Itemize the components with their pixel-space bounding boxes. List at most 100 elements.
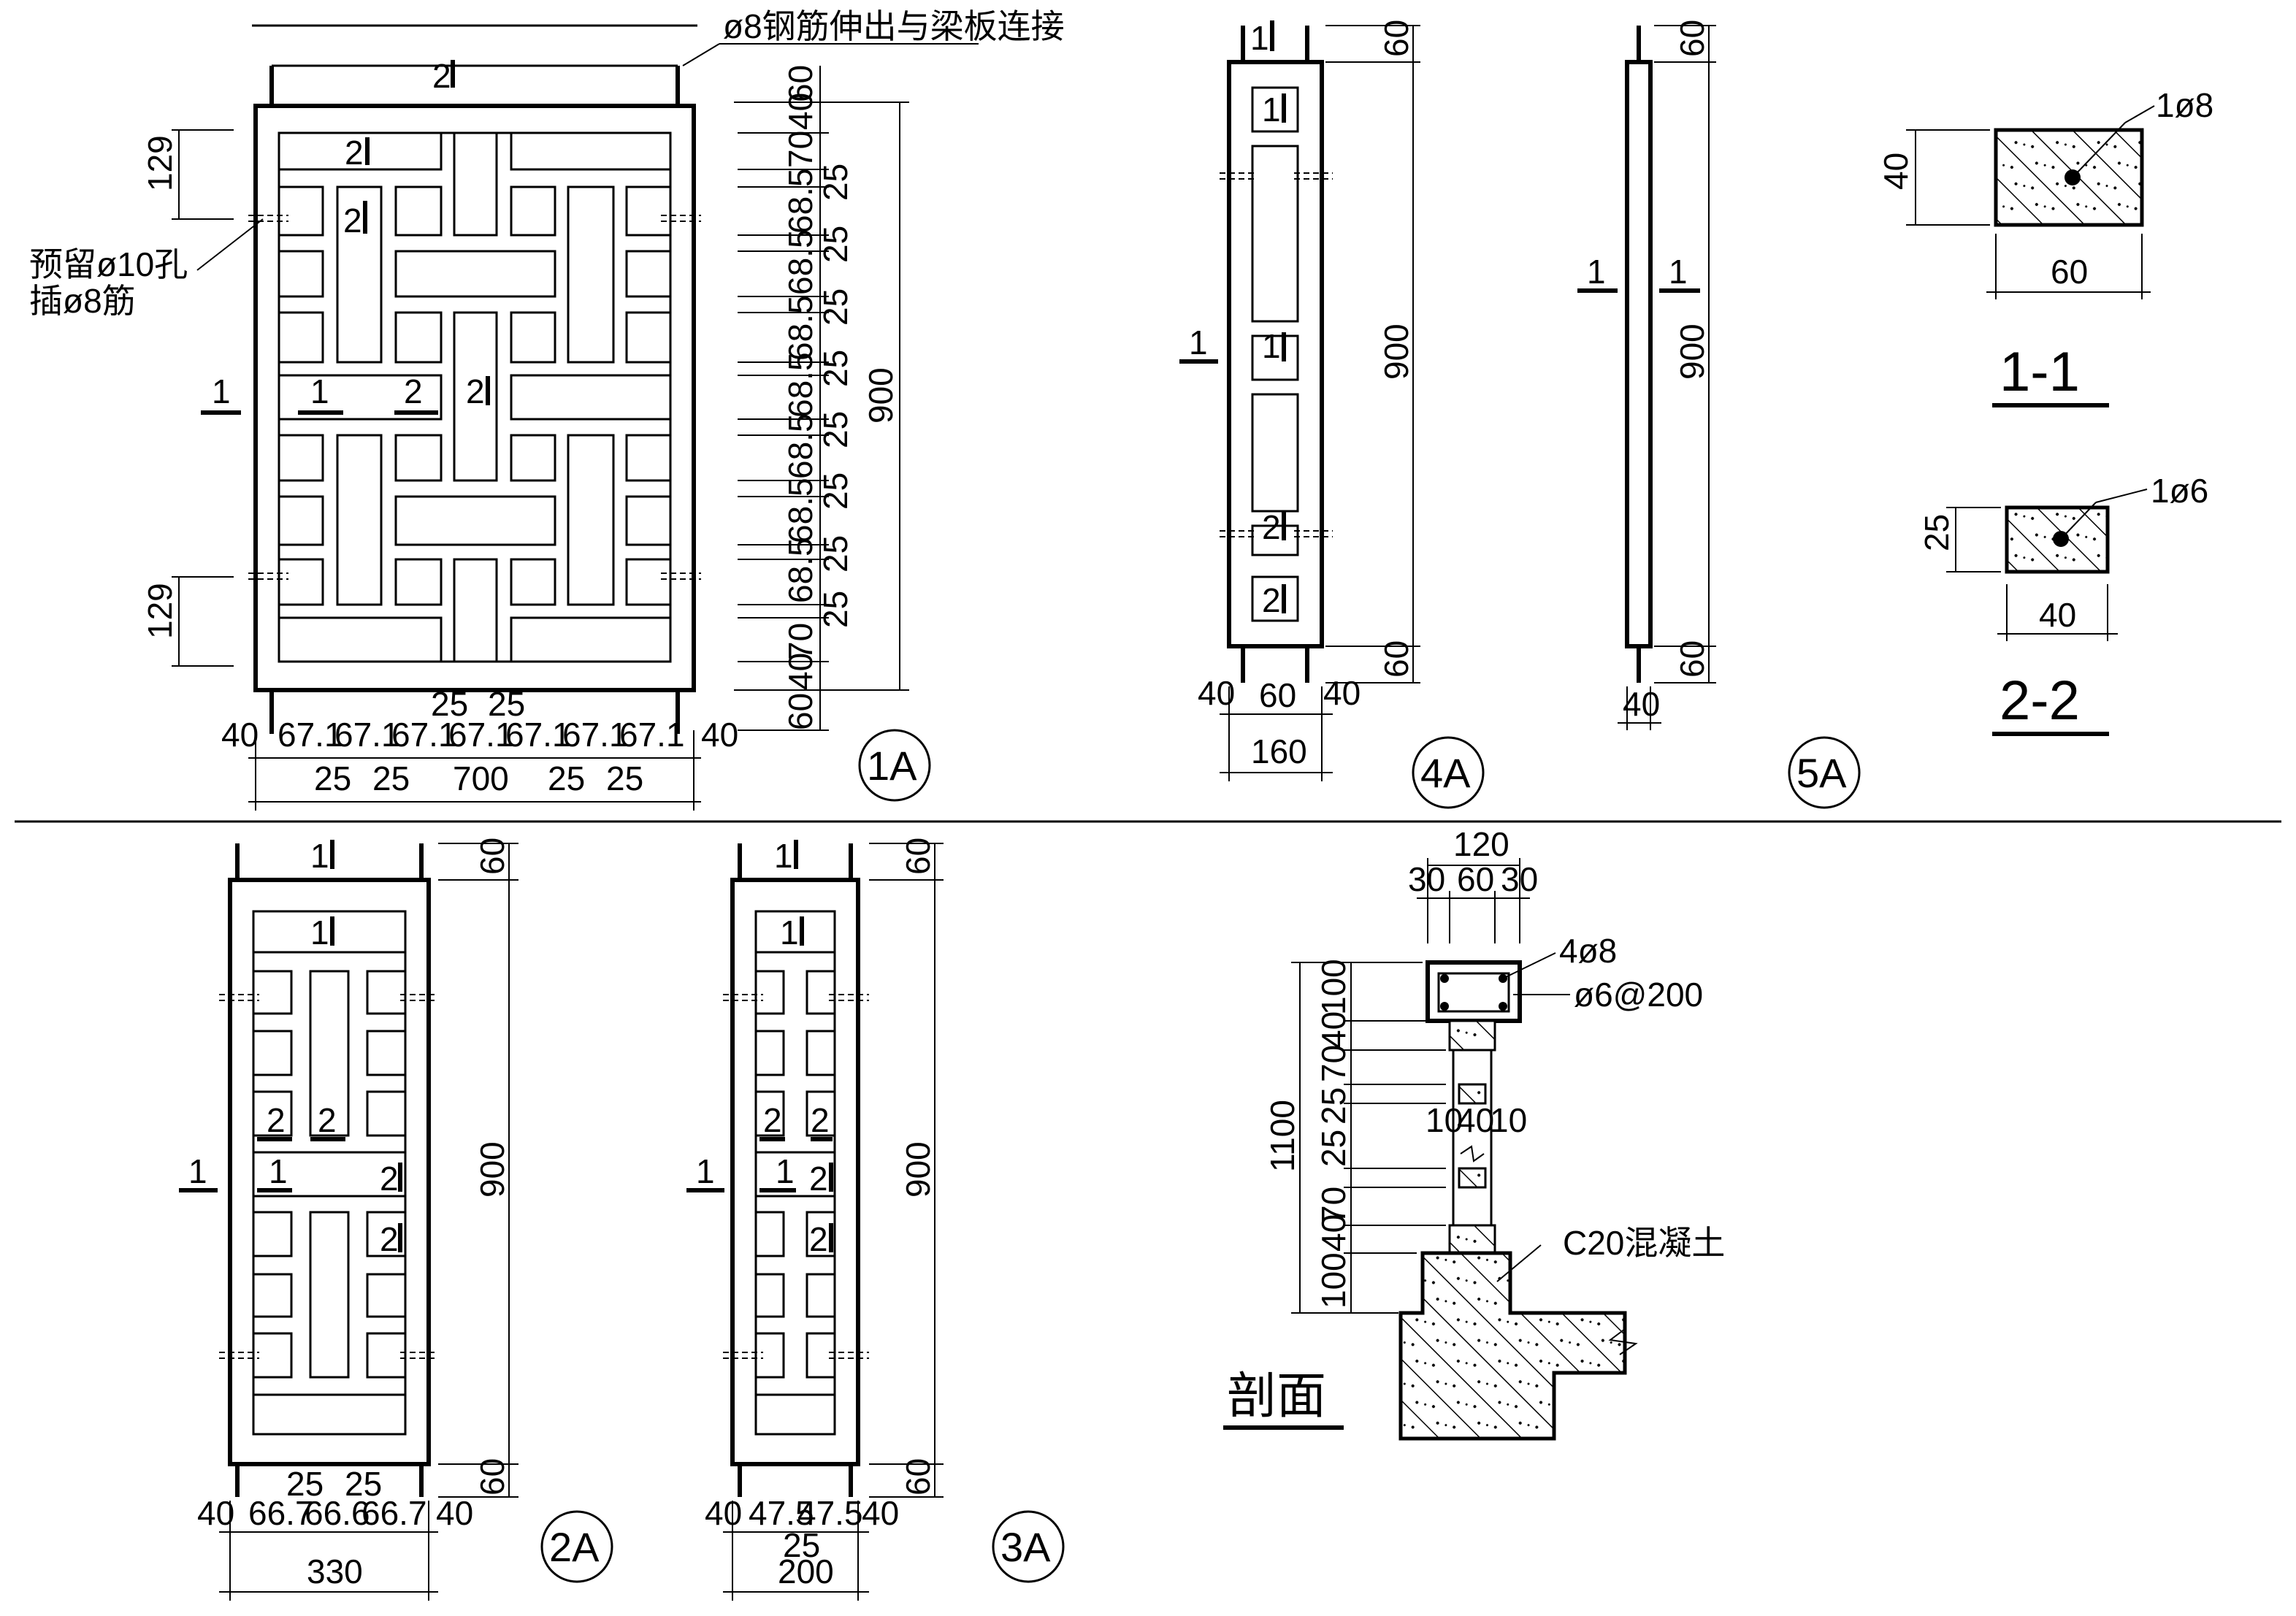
dim-4a-b1: 60 bbox=[1259, 676, 1296, 714]
section-mark-2a-5: 2 bbox=[380, 1160, 399, 1198]
dim-sec-120: 120 bbox=[1453, 825, 1509, 863]
section-mark-2a-6: 2 bbox=[380, 1220, 399, 1258]
dim-r-11: 25 bbox=[816, 411, 854, 448]
dim-5a-top: 60 bbox=[1673, 20, 1711, 57]
dim-129-bottom: 129 bbox=[141, 583, 179, 639]
section-mark-3a-l: 1 bbox=[696, 1152, 715, 1190]
dim-3a-25: 25 bbox=[783, 1526, 820, 1564]
dim-b-25b: 25 bbox=[488, 685, 525, 723]
dim-sec-30a: 30 bbox=[1408, 860, 1445, 898]
dim-5a-bot: 60 bbox=[1673, 640, 1711, 678]
dim-r-14: 68.5 bbox=[781, 478, 819, 543]
dim-r-16: 68.5 bbox=[781, 537, 819, 603]
figure-4a: 1 1 1 1 2 2 60 900 60 40 60 40 160 4A bbox=[1179, 19, 1485, 809]
dim-2a-25a: 25 bbox=[286, 1465, 324, 1503]
section-mark-4a-2: 1 bbox=[1262, 91, 1281, 129]
figure-1a: 1 1 2 2 2 2 2 ø8钢筋伸出与梁板连接 预留ø10孔 插ø8筋 12… bbox=[29, 7, 1065, 811]
dim-sec-30b: 30 bbox=[1501, 860, 1538, 898]
dim-3a-b0: 40 bbox=[705, 1494, 742, 1532]
dim-r-12: 68.5 bbox=[781, 413, 819, 479]
dim-3a-top: 60 bbox=[899, 838, 937, 875]
figure-label-3a: 3A bbox=[1000, 1524, 1051, 1570]
dim-2a-total: 330 bbox=[307, 1552, 363, 1590]
dim-r-19: 40 bbox=[781, 653, 819, 690]
dim-b-7: 67.1 bbox=[619, 716, 685, 754]
dim-b-0: 40 bbox=[221, 716, 259, 754]
note-hole-2: 插ø8筋 bbox=[29, 282, 136, 320]
section-mark-3a-2: 2 bbox=[763, 1101, 782, 1139]
note-hole-1: 预留ø10孔 bbox=[29, 245, 188, 283]
dim-b-1: 67.1 bbox=[278, 716, 343, 754]
section-mark-4a-1: 1 bbox=[1189, 323, 1208, 361]
dim-r-8: 68.5 bbox=[781, 295, 819, 361]
section-mark-2a: 2 bbox=[432, 57, 451, 95]
dim-sec-l1: 40 bbox=[1315, 1011, 1352, 1049]
section-profile: 4ø8 ø6@200 C20混凝土 120 30 60 30 bbox=[1223, 825, 1725, 1441]
dim-b-5: 67.1 bbox=[505, 716, 571, 754]
section-mark-3a-3: 2 bbox=[811, 1101, 830, 1139]
dim-sec-l5: 70 bbox=[1315, 1187, 1352, 1224]
dim-2a-b1: 66.7 bbox=[248, 1494, 314, 1532]
section-mark-2a-top: 1 bbox=[310, 837, 329, 875]
dim-sec-l0: 100 bbox=[1315, 959, 1352, 1015]
figure-2a: 1 1 1 2 2 1 2 2 60 900 60 40 66.7 66.6 6… bbox=[179, 837, 613, 1601]
stirrup: ø6@200 bbox=[1574, 976, 1703, 1014]
dim-sec-m1: 40 bbox=[1457, 1101, 1494, 1139]
dim-2a-b3: 66.7 bbox=[361, 1494, 427, 1532]
section-mark-2a-l: 1 bbox=[188, 1152, 207, 1190]
dim-3a-b3: 40 bbox=[862, 1494, 899, 1532]
dim-b-8: 40 bbox=[701, 716, 738, 754]
section-mark-4a-3: 1 bbox=[1262, 327, 1281, 365]
dim-sec-1100: 1100 bbox=[1263, 1100, 1301, 1172]
dim-r-13: 25 bbox=[816, 472, 854, 510]
dim-2-2-h: 25 bbox=[1918, 514, 1956, 551]
section-mark-2c: 2 bbox=[343, 202, 362, 240]
dim-r-20: 60 bbox=[781, 693, 819, 730]
dim-r-15: 25 bbox=[816, 535, 854, 573]
dim-3a-total: 200 bbox=[778, 1552, 834, 1590]
dim-sec-l6: 40 bbox=[1315, 1214, 1352, 1252]
dim-2-2-w: 40 bbox=[2039, 596, 2076, 634]
rebar-main: 4ø8 bbox=[1559, 932, 1617, 970]
figure-3a: 1 1 1 2 2 1 2 2 60 900 60 40 47.5 47.5 4… bbox=[686, 837, 1065, 1601]
section-mark-1b: 1 bbox=[310, 372, 329, 410]
dim-r-2: 70 bbox=[781, 131, 819, 168]
dim-sec-l3: 25 bbox=[1315, 1087, 1352, 1125]
dim-1-1-w: 60 bbox=[2051, 253, 2088, 291]
dim-3a-b1: 47.5 bbox=[749, 1494, 814, 1532]
dim-sec-60: 60 bbox=[1457, 860, 1494, 898]
right-dim-chain: 60 40 70 25 68.5 25 68.5 25 68.5 25 68.5… bbox=[738, 65, 854, 731]
dim-b2-0: 25 bbox=[314, 759, 351, 797]
section-mark-4a-top: 1 bbox=[1250, 19, 1269, 57]
section-mark-3a-4: 1 bbox=[776, 1152, 795, 1190]
rebar-1-1: 1ø8 bbox=[2156, 86, 2213, 124]
section-mark-3a-1: 1 bbox=[780, 914, 799, 951]
section-mark-3a-5: 2 bbox=[809, 1160, 828, 1198]
rebar-2-2: 1ø6 bbox=[2151, 472, 2208, 510]
dim-4a-b2: 40 bbox=[1323, 674, 1361, 712]
figure-label-2a: 2A bbox=[549, 1524, 600, 1570]
dim-b2-3: 25 bbox=[548, 759, 585, 797]
dim-r-5: 25 bbox=[816, 226, 854, 263]
dim-4a-bot: 60 bbox=[1377, 640, 1415, 678]
section-mark-5a-r: 1 bbox=[1669, 253, 1688, 291]
section-mark-3a-6: 2 bbox=[809, 1220, 828, 1258]
dim-r-3: 25 bbox=[816, 164, 854, 201]
section-mark-2a-2: 2 bbox=[267, 1101, 286, 1139]
section-mark-5a-l: 1 bbox=[1587, 253, 1606, 291]
section-1-1: 1ø8 40 60 1-1 bbox=[1877, 86, 2213, 407]
title-2-2: 2-2 bbox=[2000, 670, 2080, 732]
dim-4a-b0: 40 bbox=[1198, 674, 1235, 712]
dim-3a-bot: 60 bbox=[899, 1458, 937, 1496]
section-mark-2a-1: 1 bbox=[310, 914, 329, 951]
dim-r-1: 40 bbox=[781, 93, 819, 130]
figure-label-1a: 1A bbox=[867, 743, 917, 789]
dim-sec-l4: 25 bbox=[1315, 1130, 1352, 1167]
dim-3a-b2: 47.5 bbox=[797, 1494, 863, 1532]
dim-2a-mid: 900 bbox=[473, 1141, 511, 1198]
dim-r-0: 60 bbox=[781, 65, 819, 102]
note-rebar-extend: ø8钢筋伸出与梁板连接 bbox=[723, 7, 1065, 45]
dim-1-1-h: 40 bbox=[1877, 153, 1915, 190]
dim-5a-b: 40 bbox=[1623, 685, 1660, 723]
